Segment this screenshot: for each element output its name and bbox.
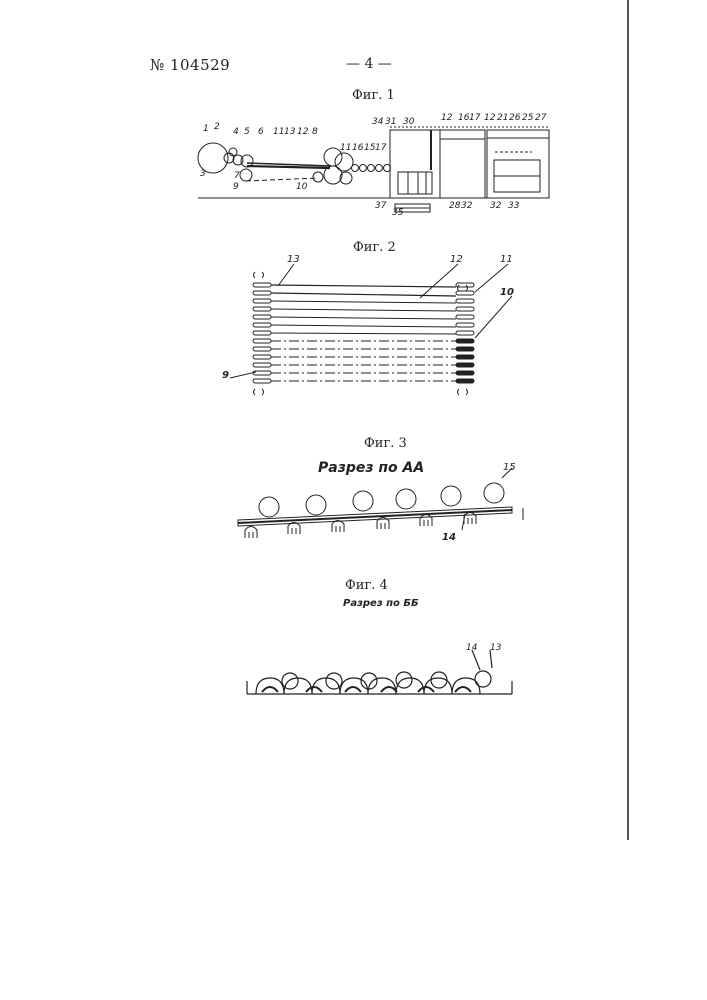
fig4-label-14: 14 — [466, 643, 478, 653]
fig4-label-13: 13 — [490, 643, 502, 653]
